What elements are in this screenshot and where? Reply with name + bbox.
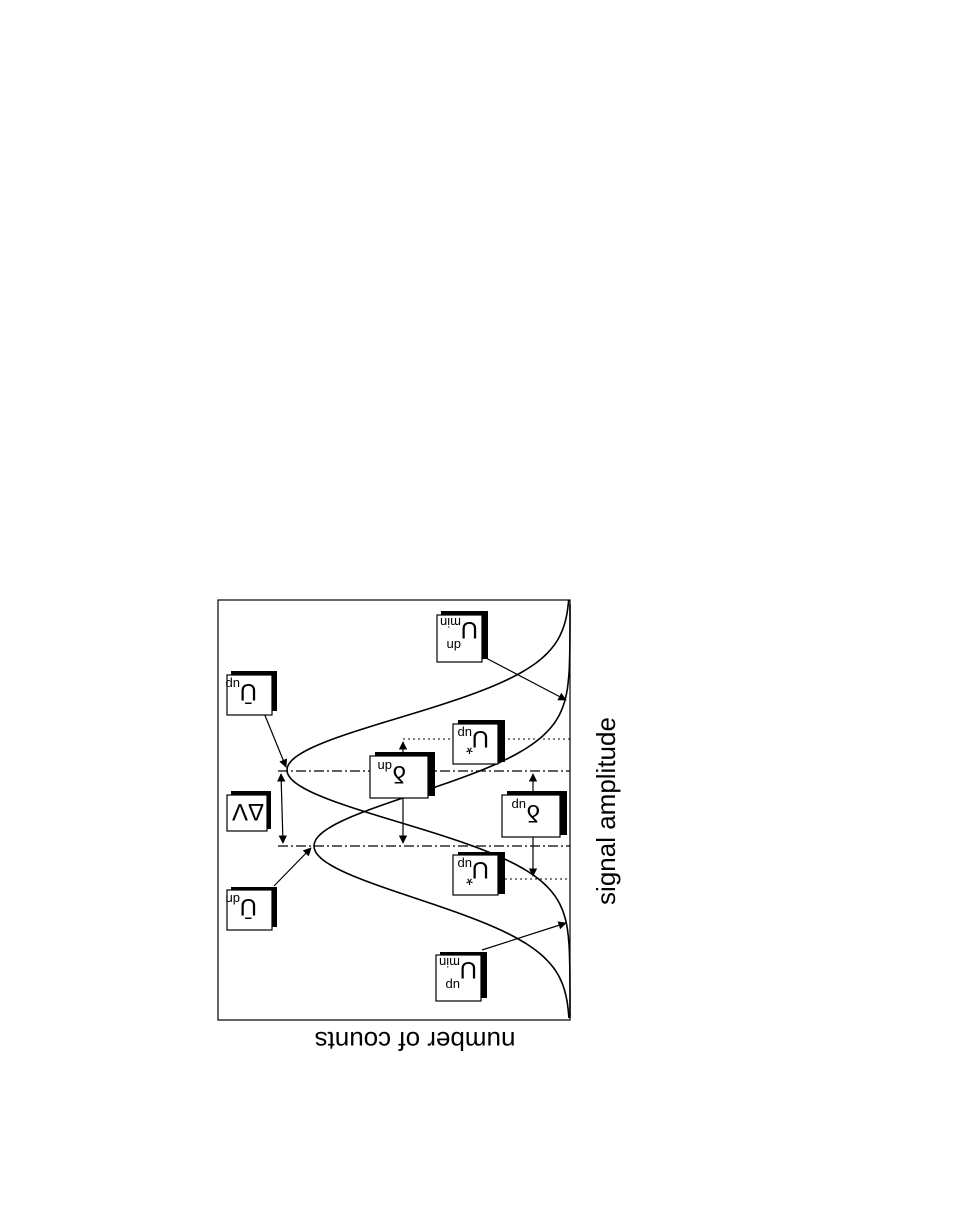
u-min-up-sup: up (446, 978, 460, 993)
u-min-dn-main: U (461, 616, 478, 643)
label-u-up-mean: Ū up (226, 671, 277, 716)
delta-v-main: ΔV (232, 798, 264, 825)
label-delta-dn: δ dn (369, 752, 435, 799)
delta-dn-sub: dn (378, 759, 392, 774)
pointer-u-up-mean (263, 712, 288, 768)
u-star-up-bottom-sup: * (466, 868, 473, 888)
plot-frame (217, 599, 571, 1021)
distribution-curve-dn (313, 604, 571, 1019)
label-delta-up: δ up (501, 791, 567, 838)
u-min-dn-sup: dn (447, 638, 461, 653)
u-star-up-top-main: U (472, 725, 489, 752)
pointer-u-min-dn (483, 656, 567, 701)
label-delta-v: ΔV (226, 791, 271, 832)
u-min-dn-sub: min (440, 615, 461, 630)
delta-dn-main: δ (393, 760, 406, 787)
u-min-up-main: U (460, 956, 477, 983)
distribution-curve-up (286, 599, 571, 1018)
delta-up-main: δ (527, 799, 540, 826)
label-u-min-dn: U dn min (436, 611, 488, 663)
label-u-min-up: U up min (435, 952, 487, 1002)
pointer-u-dn-mean (273, 847, 312, 887)
u-dn-mean-main: Ū (240, 893, 257, 920)
u-star-up-top-sub: up (458, 726, 472, 741)
axis-label-number-of-counts: number of counts (315, 1026, 516, 1056)
u-star-up-top-sup: * (466, 737, 473, 757)
u-star-up-bottom-sub: up (458, 857, 472, 872)
delta-up-sub: up (512, 798, 526, 813)
u-up-mean-sub: up (226, 677, 240, 692)
pointer-u-min-up (481, 921, 567, 951)
label-u-star-up-top: U * up (452, 720, 505, 765)
delta-v-arrow (277, 773, 287, 844)
u-dn-mean-sub: dn (226, 892, 240, 907)
u-star-up-bottom-main: U (472, 856, 489, 883)
u-up-mean-main: Ū (240, 678, 257, 705)
label-u-star-up-bottom: U * up (452, 852, 505, 896)
axis-label-signal-amplitude: signal amplitude (591, 717, 621, 905)
label-u-dn-mean: Ū dn (226, 887, 277, 931)
u-min-up-sub: min (439, 955, 460, 970)
